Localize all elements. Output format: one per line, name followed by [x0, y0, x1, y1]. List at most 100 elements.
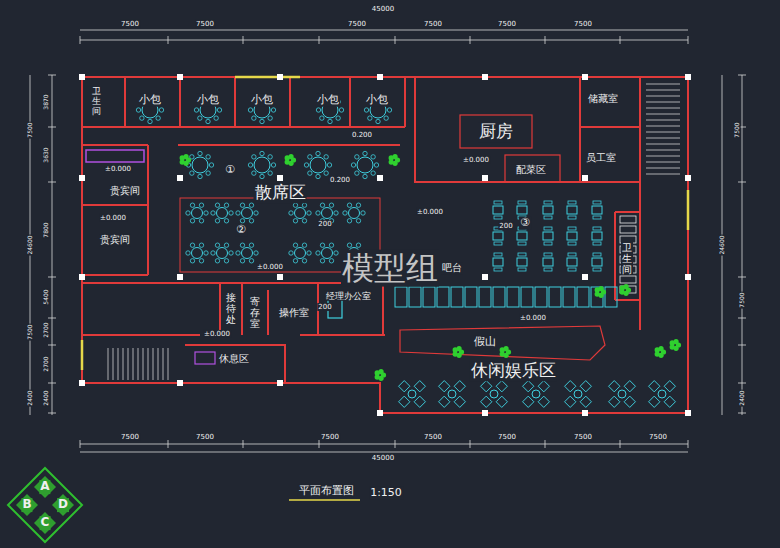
chair: [293, 243, 297, 247]
square-table: [493, 258, 503, 266]
chair: [140, 116, 144, 120]
dim-tick: [395, 36, 396, 44]
chair: [199, 243, 203, 247]
square-table: [517, 206, 527, 214]
round-table: [295, 248, 306, 259]
dimension-text: 7500: [195, 20, 215, 28]
furniture: [48, 36, 746, 448]
chair: [518, 268, 526, 271]
chair: [363, 174, 367, 178]
column: [277, 74, 283, 80]
lounge-chair: [399, 381, 410, 392]
dim-tick: [395, 440, 396, 448]
callout-number: ①: [224, 164, 236, 177]
chair: [199, 219, 203, 223]
lounge-chair: [439, 396, 450, 407]
chair: [215, 243, 219, 247]
chair: [199, 203, 203, 207]
chair: [190, 219, 194, 223]
prep-box: [505, 155, 560, 182]
bar-counter: [577, 287, 589, 307]
room-area: 寄存室: [242, 283, 268, 335]
chair: [544, 242, 552, 245]
dim-tick: [470, 440, 471, 448]
stair-step: [108, 348, 109, 380]
chair: [518, 201, 526, 204]
stair-step: [646, 96, 680, 97]
room-label: 员工室: [585, 152, 617, 164]
room-label: 配菜区: [515, 164, 547, 176]
chair: [260, 174, 264, 178]
chair: [271, 108, 275, 112]
chair: [356, 243, 360, 247]
chair: [544, 268, 552, 271]
chair: [593, 216, 601, 219]
round-table: [357, 157, 373, 173]
chair: [302, 203, 306, 207]
column: [377, 175, 383, 181]
round-table: [217, 208, 228, 219]
dim-tick: [48, 75, 56, 76]
round-table: [192, 208, 203, 219]
bar-counter: [591, 287, 603, 307]
dim-tick: [319, 440, 320, 448]
chair: [224, 243, 228, 247]
dim-tick: [80, 440, 81, 448]
room-area: 储藏室: [580, 77, 640, 127]
stair-step: [646, 90, 680, 91]
dim-tick: [545, 440, 546, 448]
column: [482, 74, 488, 80]
dimension-text: 2700: [43, 355, 50, 372]
dim-tick: [620, 36, 621, 44]
chair: [190, 259, 194, 263]
chair: [293, 219, 297, 223]
plant: [503, 346, 508, 351]
chair: [544, 216, 552, 219]
chair: [199, 259, 203, 263]
logo-letter: C: [40, 516, 51, 530]
chair: [593, 227, 601, 230]
chair: [206, 155, 210, 159]
chair: [356, 203, 360, 207]
area-label: 吧台: [441, 262, 463, 274]
chair: [206, 171, 210, 175]
round-table: [242, 248, 253, 259]
dimension-text: 7500: [27, 121, 34, 138]
room-label: 卫生间: [621, 242, 633, 275]
chair: [249, 203, 253, 207]
chair: [355, 171, 359, 175]
chair: [356, 219, 360, 223]
lounge-table: [490, 390, 498, 398]
room-area: 休闲娱乐区: [380, 335, 688, 413]
bar-counter: [479, 287, 491, 307]
dimension-text: 7500: [573, 20, 593, 28]
lounge-table: [448, 390, 456, 398]
column: [582, 274, 588, 280]
lounge-table: [532, 390, 540, 398]
room-label: 小包: [316, 94, 340, 107]
round-table: [310, 157, 326, 173]
dim-tick: [48, 318, 56, 319]
round-table: [217, 248, 228, 259]
plant: [673, 339, 678, 344]
stair-step: [123, 348, 124, 380]
round-table: [192, 157, 208, 173]
room-area: 小包: [235, 77, 290, 127]
square-table: [592, 258, 602, 266]
plant: [598, 286, 603, 291]
dimension-text: 7500: [573, 433, 593, 441]
lounge-chair: [565, 381, 576, 392]
column: [582, 74, 588, 80]
chair: [355, 155, 359, 159]
chair: [271, 163, 275, 167]
dim-tick: [620, 440, 621, 448]
dim-tick: [738, 75, 746, 76]
chair: [316, 108, 320, 112]
elevation-mark: ±0.000: [104, 165, 132, 173]
chair: [229, 211, 233, 215]
room-label: 厨房: [478, 122, 514, 142]
lounge-chair: [609, 396, 620, 407]
chair: [568, 242, 576, 245]
lounge-chair: [496, 381, 507, 392]
lounge-chair: [664, 396, 675, 407]
